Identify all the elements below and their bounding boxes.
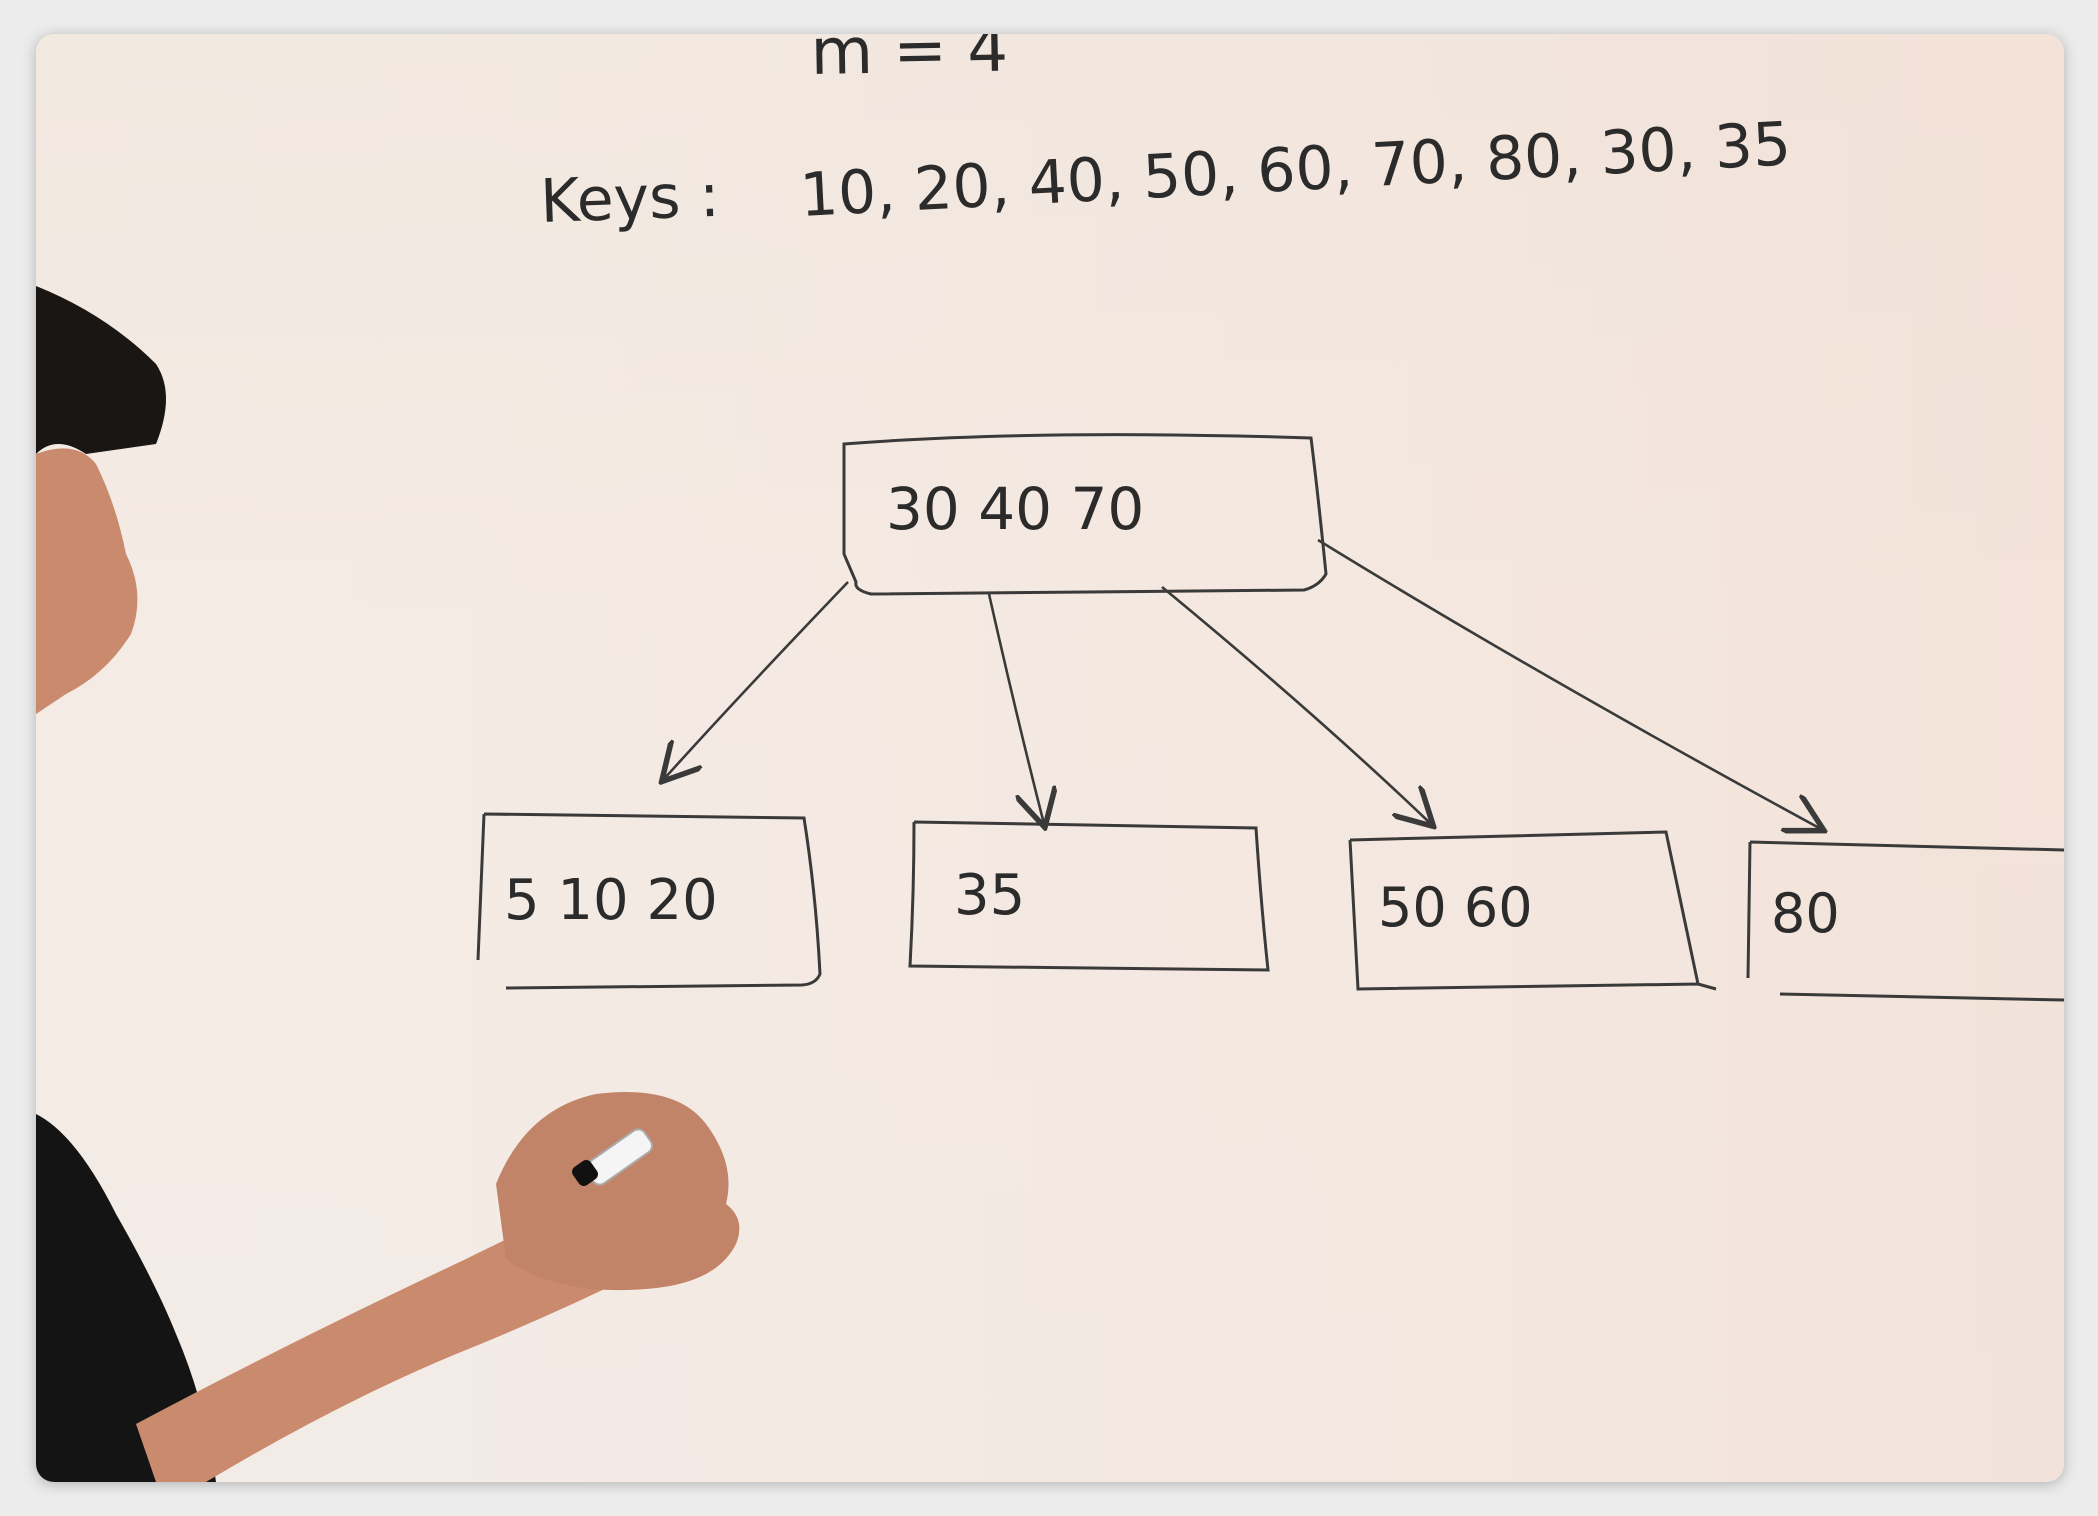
whiteboard: m = 4 Keys : 10, 20, 40, 50, 60, 70, 80,… — [36, 34, 2064, 1482]
child-node-1: 5 10 20 — [476, 812, 822, 990]
child-3-keys: 50 60 — [1378, 876, 1533, 939]
edge-to-child-1 — [664, 581, 849, 779]
keys-label: Keys : — [539, 161, 721, 237]
presenter-hair — [36, 286, 166, 454]
root-node: 30 40 70 — [842, 433, 1328, 596]
presenter-shirt — [36, 1114, 216, 1482]
order-text: m = 4 — [810, 34, 1009, 90]
child-node-3: 50 60 — [1348, 830, 1717, 991]
child-node-4: 80 — [1746, 840, 2064, 1002]
video-frame: m = 4 Keys : 10, 20, 40, 50, 60, 70, 80,… — [36, 34, 2064, 1482]
presenter-face — [36, 448, 138, 714]
edge-to-child-2 — [987, 593, 1044, 824]
tree-edges — [664, 538, 1821, 829]
presenter — [36, 286, 740, 1482]
edge-to-child-3 — [1161, 585, 1431, 824]
child-1-keys: 5 10 20 — [504, 868, 718, 933]
presenter-hand — [496, 1092, 740, 1291]
child-4-keys: 80 — [1771, 882, 1840, 945]
root-keys: 30 40 70 — [886, 475, 1144, 543]
child-2-keys: 35 — [954, 863, 1025, 928]
marker-icon — [572, 1128, 653, 1186]
child-node-2: 35 — [908, 820, 1270, 972]
edge-to-child-4 — [1317, 538, 1821, 829]
